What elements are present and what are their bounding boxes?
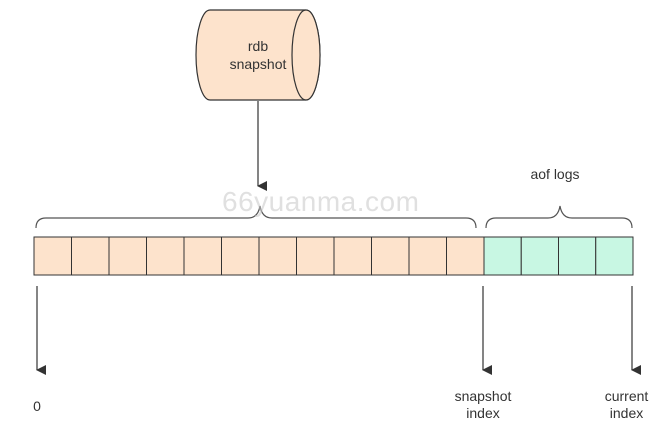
snapshot-index-label-line2: index [466,405,500,421]
snapshot-cell [183,236,222,276]
log-cells [33,236,634,276]
cylinder-cap [291,9,321,101]
cylinder-label-line1: rdb [247,38,269,54]
snapshot-cell [146,236,185,276]
current-index-label-line1: current [604,388,649,404]
snapshot-cell [446,236,485,276]
snapshot-cell [371,236,410,276]
snapshot-cell [258,236,297,276]
snapshot-cell [333,236,372,276]
watermark-text: 66yuanma.com [222,186,420,217]
aof-brace [485,205,633,229]
aof-cell [595,236,634,276]
snapshot-cell [108,236,147,276]
snapshot-cell [408,236,447,276]
snapshot-cell [221,236,260,276]
snapshot-cell [296,236,335,276]
snapshot-cell [33,236,72,276]
aof-cell [558,236,597,276]
snapshot-cell [71,236,110,276]
current-index-label-line2: index [609,405,644,421]
cylinder-label-line2: snapshot [229,56,287,72]
snapshot-brace [35,205,477,229]
aof-cell [520,236,559,276]
aof-logs-label: aof logs [530,166,580,182]
aof-cell [483,236,522,276]
rdb-snapshot-cylinder [195,9,321,101]
start-index-label: 0 [33,398,41,414]
snapshot-index-label-line1: snapshot [454,388,512,404]
